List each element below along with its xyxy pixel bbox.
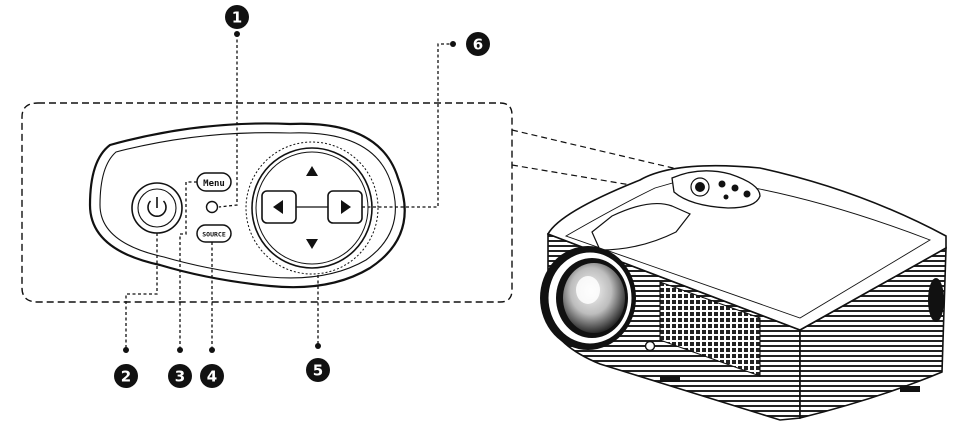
projector-lens: [540, 246, 636, 350]
projector-illustration: [540, 164, 947, 421]
zoom-frame: [21, 102, 513, 303]
arrow-left-icon: [273, 200, 283, 214]
callout-1: 1: [225, 5, 249, 29]
arrow-up-icon: [306, 166, 318, 176]
up-button[interactable]: [306, 166, 318, 176]
projector-side-vent: [928, 278, 944, 322]
down-button[interactable]: [306, 239, 318, 249]
callout-5: 5: [306, 358, 330, 382]
svg-text:5: 5: [313, 362, 323, 380]
leader-lines: [125, 34, 450, 348]
power-icon: [147, 197, 167, 217]
callout-4: 4: [200, 364, 224, 388]
arrow-down-icon: [306, 239, 318, 249]
power-indicator-led: [205, 200, 219, 214]
svg-text:1: 1: [232, 9, 242, 27]
arrow-right-icon: [341, 200, 351, 214]
power-button[interactable]: [131, 182, 183, 234]
leader-line-3: [179, 181, 197, 348]
svg-text:2: 2: [121, 368, 131, 386]
leader-line-1: [218, 34, 238, 208]
source-button-label: SOURCE: [202, 231, 226, 239]
zoom-guide-line-top: [511, 129, 691, 173]
callout-3: 3: [168, 364, 192, 388]
callout-6: 6: [466, 32, 490, 56]
source-button[interactable]: SOURCE: [196, 224, 232, 243]
leader-dots: [123, 31, 456, 353]
right-button[interactable]: [327, 190, 363, 224]
projector-ir-sensor: [644, 340, 656, 352]
svg-text:3: 3: [175, 368, 185, 386]
menu-button[interactable]: Menu: [196, 172, 232, 192]
callout-2: 2: [114, 364, 138, 388]
projector-front-vent: [659, 281, 761, 377]
panel-inner-outline: [99, 132, 396, 279]
left-button[interactable]: [261, 190, 297, 224]
leader-line-2: [125, 233, 158, 348]
menu-button-label: Menu: [203, 179, 225, 189]
direction-pad: [245, 141, 379, 275]
svg-text:4: 4: [207, 368, 217, 386]
projector-side-right: [799, 246, 947, 420]
leader-line-6: [362, 43, 450, 208]
projector-lens-hood: [591, 203, 691, 251]
svg-text:6: 6: [473, 36, 483, 54]
